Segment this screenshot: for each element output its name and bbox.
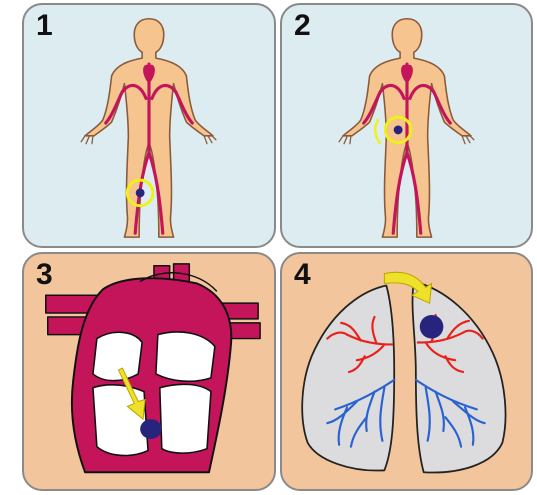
panel-number: 2 xyxy=(294,11,311,41)
panel-2: 2 xyxy=(280,3,533,248)
lungs-illustration xyxy=(282,254,531,489)
panel-number: 1 xyxy=(36,11,53,41)
arrow xyxy=(384,272,431,303)
panel-number: 4 xyxy=(294,260,311,290)
panel-3: 3 xyxy=(22,252,276,491)
blood-clot xyxy=(136,188,145,197)
panel-number: 3 xyxy=(36,260,53,290)
panel-1: 1 xyxy=(22,3,276,248)
human-body-illustration xyxy=(24,5,274,246)
blood-clot xyxy=(140,419,162,439)
panel-4: 4 xyxy=(280,252,533,491)
heart-illustration xyxy=(24,254,274,489)
blood-clot xyxy=(394,126,403,135)
blood-clot xyxy=(420,315,444,339)
human-body-illustration xyxy=(282,5,531,246)
